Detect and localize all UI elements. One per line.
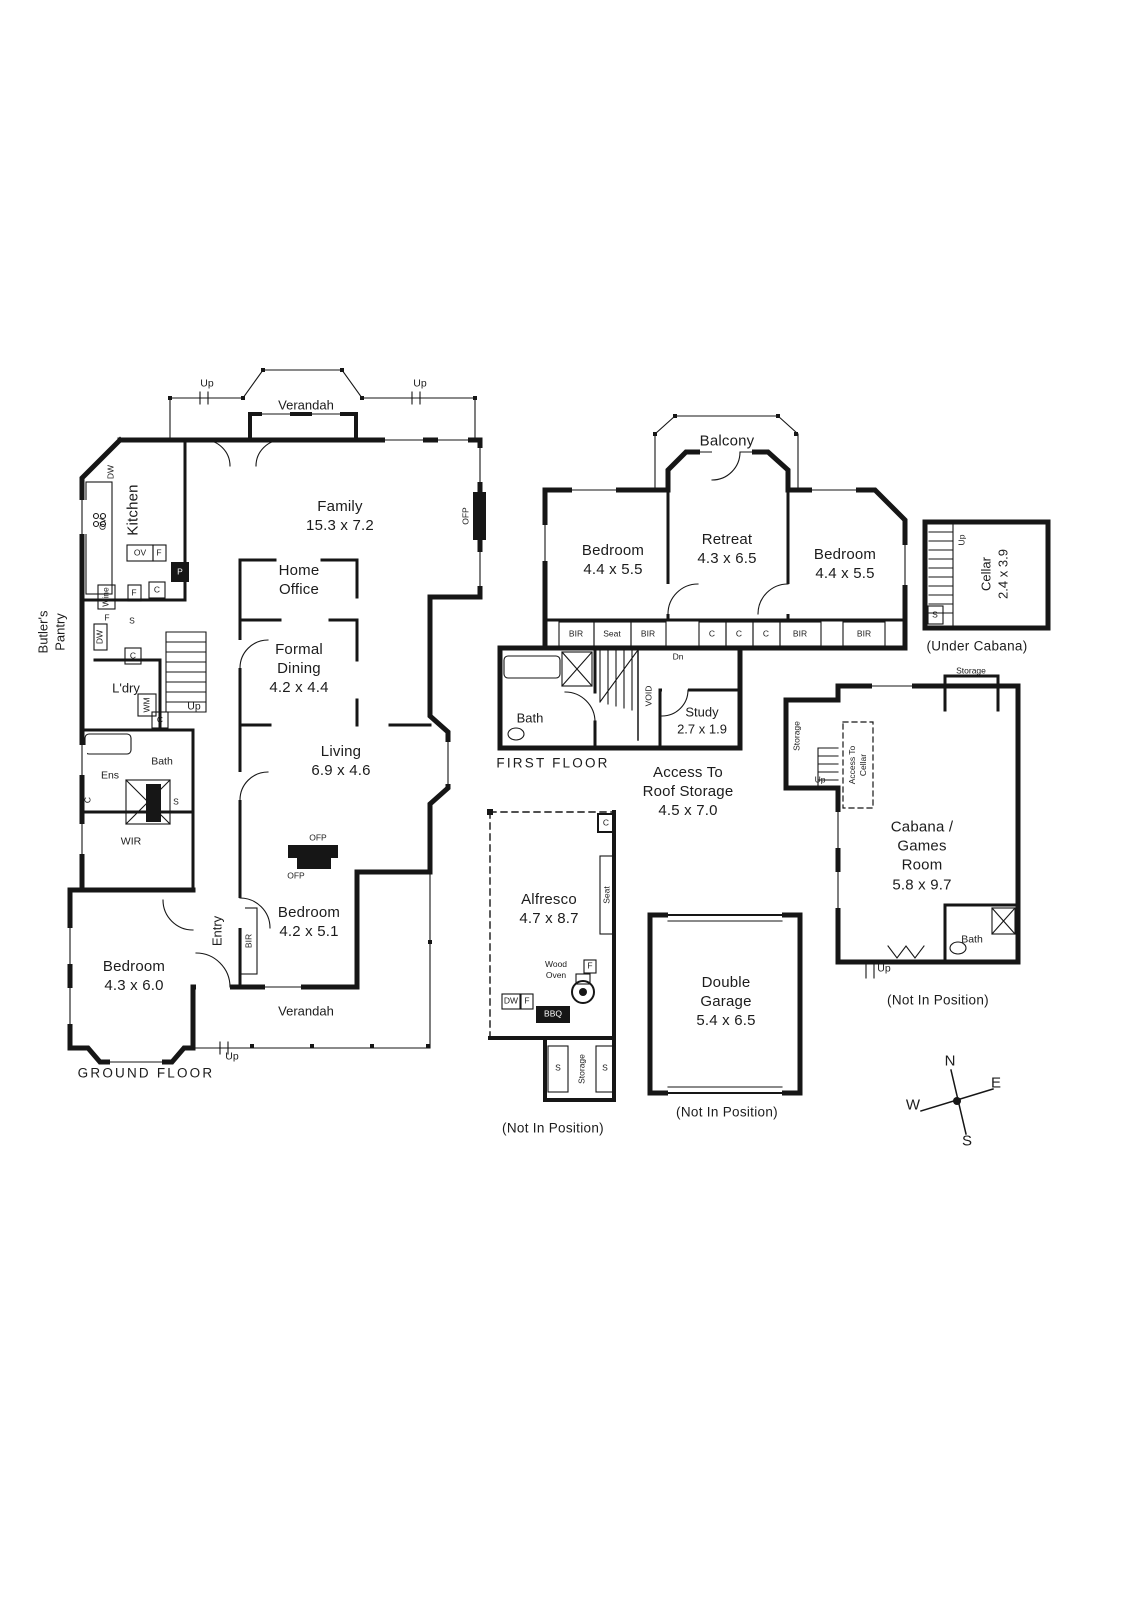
walls-layer: [65, 368, 1051, 1135]
posts-layer: [168, 368, 798, 1048]
windows-layer: [65, 409, 913, 1067]
doors-layer: [162, 439, 792, 992]
